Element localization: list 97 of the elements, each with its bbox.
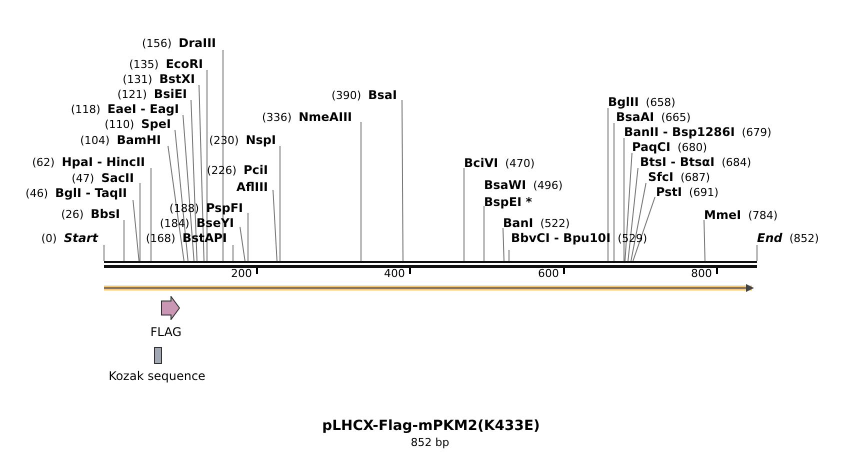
enzyme-name: BanI <box>503 216 534 230</box>
enzyme-name: SacII <box>101 171 134 185</box>
scale-label: 600 <box>538 267 559 280</box>
enzyme-name: BtsI - BtsαI <box>640 155 715 169</box>
leader-line <box>360 122 362 262</box>
enzyme-name: PaqCI <box>632 140 670 154</box>
site-position: (529) <box>618 232 648 245</box>
enzyme-name: BbsI <box>90 207 120 221</box>
site-position: (784) <box>748 209 778 222</box>
site-position: (496) <box>533 179 563 192</box>
enzyme-name: NmeAIII <box>298 110 352 124</box>
enzyme-name: BsaWI <box>484 178 526 192</box>
leader-line <box>508 250 510 262</box>
site-position: (336) <box>262 111 292 124</box>
leader-line <box>502 228 504 262</box>
map-title: pLHCX-Flag-mPKM2(K433E) <box>321 418 541 434</box>
site-position: (687) <box>680 171 710 184</box>
enzyme-name: DraIII <box>178 36 216 50</box>
leader-line <box>190 100 198 262</box>
site-position: (0) <box>41 232 57 245</box>
enzyme-name: BanII - Bsp1286I <box>624 125 735 139</box>
sequence-end-label: End <box>757 231 782 245</box>
site-position: (665) <box>661 111 691 124</box>
site-position: (679) <box>742 126 772 139</box>
scale-label: 200 <box>231 267 252 280</box>
scale-label: 400 <box>384 267 405 280</box>
site-position: (658) <box>646 96 676 109</box>
leader-line <box>704 220 706 262</box>
sequence-length: 852 bp <box>410 436 450 449</box>
leader-line <box>240 226 246 262</box>
enzyme-name: BsiEI <box>154 87 187 101</box>
leader-line <box>624 152 632 262</box>
site-position: (188) <box>169 202 200 215</box>
site-position: (168) <box>146 232 176 245</box>
leader-line <box>756 244 758 262</box>
enzyme-name: HpaI - HincII <box>62 155 145 169</box>
enzyme-name: BspEI * <box>484 195 532 209</box>
leader-line <box>632 196 656 262</box>
site-position: (230) <box>209 134 239 147</box>
enzyme-name: NspI <box>246 133 276 147</box>
site-position: (684) <box>722 156 752 169</box>
leader-line <box>630 182 646 262</box>
leader-line <box>182 114 194 262</box>
site-position: (46) <box>26 187 48 200</box>
site-position: (104) <box>80 134 110 147</box>
site-position: (118) <box>70 103 100 116</box>
enzyme-name: BstAPI <box>182 231 227 245</box>
enzyme-name: PciI <box>244 163 268 177</box>
leader-line <box>174 130 188 262</box>
leader-line <box>198 84 204 262</box>
enzyme-name: BciVI <box>464 156 498 170</box>
leader-line <box>232 244 234 262</box>
site-position: (184) <box>160 217 190 230</box>
enzyme-name: BsaAI <box>616 110 654 124</box>
enzyme-name: SfcI <box>648 170 674 184</box>
site-position: (691) <box>688 186 719 199</box>
site-position: (131) <box>122 73 152 86</box>
site-position: (135) <box>129 58 159 71</box>
enzyme-name: BsaI <box>368 88 397 102</box>
sequence-end-label: Start <box>64 231 98 245</box>
leader-line <box>132 200 140 262</box>
enzyme-name: BglI - TaqII <box>55 186 127 200</box>
enzyme-name: BstXI <box>159 72 195 86</box>
site-position: (470) <box>505 157 535 170</box>
sequence-backbone <box>104 261 757 268</box>
leader-line <box>206 70 208 262</box>
site-position: (680) <box>677 141 708 154</box>
leader-line <box>150 168 152 262</box>
leader-line <box>272 190 278 262</box>
site-position: (26) <box>61 208 84 221</box>
scale-label: 800 <box>691 267 712 280</box>
enzyme-name: BamHI <box>116 133 161 147</box>
feature-label: FLAG <box>150 325 182 339</box>
enzyme-name: SpeI <box>141 117 171 131</box>
leader-line <box>628 168 638 262</box>
enzyme-name: AflIII <box>236 180 268 194</box>
leader-line <box>222 50 224 262</box>
site-position: (226) <box>206 164 236 177</box>
site-position: (121) <box>117 88 147 101</box>
leader-line <box>402 100 404 262</box>
enzyme-name: EcoRI <box>166 57 203 71</box>
site-position: (852) <box>789 232 819 245</box>
feature-label: Kozak sequence <box>108 369 206 383</box>
enzyme-name: BseYI <box>196 216 234 230</box>
enzyme-name: EaeI - EagI <box>107 102 179 116</box>
enzyme-name: MmeI <box>704 208 742 222</box>
site-position: (156) <box>142 37 172 50</box>
site-position: (390) <box>332 89 362 102</box>
leader-line <box>168 146 184 262</box>
enzyme-name: PstI <box>656 185 682 199</box>
site-position: (47) <box>72 172 94 185</box>
enzyme-name: BglII <box>608 95 639 109</box>
site-position: (522) <box>540 217 570 230</box>
site-position: (110) <box>104 118 134 131</box>
enzyme-name: PspFI <box>206 201 243 215</box>
enzyme-name: BbvCI - Bpu10I <box>511 231 611 245</box>
site-position: (62) <box>32 156 55 169</box>
